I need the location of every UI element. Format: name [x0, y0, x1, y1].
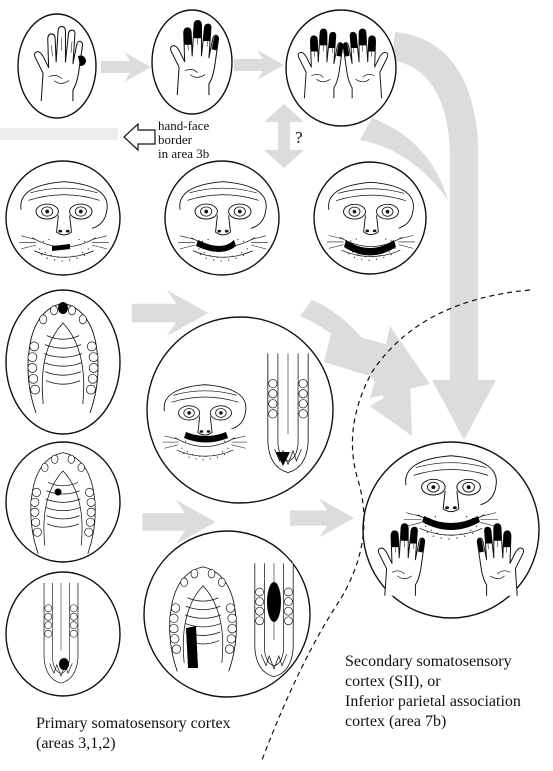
panel-face-half-lip [164, 160, 280, 276]
panel-hands-bilateral [285, 9, 397, 127]
arrow-vertical-double [264, 104, 304, 168]
panel-face-and-jaw [146, 316, 334, 504]
flow-arrows [0, 32, 496, 544]
panel-palate-incisor [5, 289, 121, 435]
panel-palate-and-tongue [143, 530, 311, 698]
arrow-left-outline [123, 122, 156, 152]
arrow-hand2-to-hands3 [234, 50, 284, 80]
hand-face-border-label: hand-face border in area 3b [158, 118, 210, 161]
panel-hand-all-fingers [151, 9, 233, 115]
arrow-mid-to-sii [324, 326, 430, 398]
cortex-boundary-dashed [261, 289, 531, 761]
arrow-face-to-sii [360, 118, 448, 200]
primary-cortex-label: Primary somatosensory cortex (areas 3,1,… [36, 715, 231, 752]
arrow-hand1-to-hand2 [101, 52, 151, 82]
arrow-hands-to-sii [392, 32, 496, 440]
arrow-lower-to-sii [290, 498, 354, 538]
panel-hand-one-finger [17, 13, 97, 119]
question-mark-label: ? [295, 128, 303, 147]
panel-sii-face-hands [362, 441, 540, 619]
secondary-cortex-label: Secondary somatosensory cortex (SII), or… [345, 653, 521, 730]
panel-face-full-lip [313, 161, 427, 275]
hand-face-border-bar [0, 128, 118, 140]
panel-jaw-incisor [5, 571, 121, 697]
panel-palate-spot [5, 441, 121, 563]
arrow-face-row-to-sii [300, 300, 412, 436]
panel-face-small-lip [5, 160, 121, 276]
